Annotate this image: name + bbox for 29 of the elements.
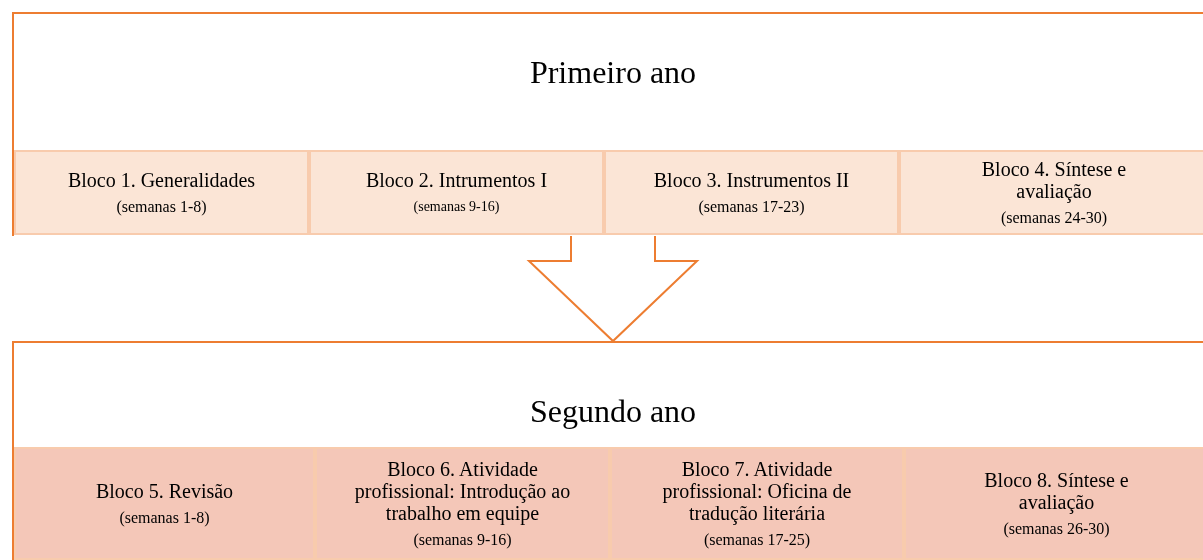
- block-title: Bloco 1. Generalidades: [67, 168, 256, 191]
- week-range: (semanas 17-23): [698, 196, 805, 217]
- block-cell: [14, 150, 309, 235]
- block-title: Bloco 2. Intrumentos I: [365, 168, 548, 191]
- block-cell: [899, 150, 1203, 235]
- week-range: (semanas 26-30): [1003, 518, 1110, 539]
- week-range: (semanas 9-16): [413, 197, 500, 216]
- block-cell: [904, 447, 1203, 560]
- week-range: (semanas 17-25): [703, 529, 811, 550]
- block-title: Bloco 8. Síntese e avaliação: [983, 468, 1130, 513]
- block-title: Bloco 7. Atividade profissional: Oficina de tradução literária: [661, 457, 853, 524]
- year-panel: [12, 341, 1203, 560]
- block-title: Bloco 3. Instrumentos II: [653, 168, 850, 191]
- block-cell: [315, 447, 610, 560]
- block-title: Bloco 4. Síntese e avaliação: [980, 157, 1128, 202]
- block-cell: [309, 150, 604, 235]
- block-arrow: [526, 235, 700, 343]
- week-range: (semanas 24-30): [1000, 207, 1108, 228]
- block-title: Bloco 6. Atividade profissional: Introdução ao trabalho em equipe: [353, 457, 572, 524]
- block-cell: [604, 150, 899, 235]
- year-title: Segundo ano: [529, 393, 697, 429]
- block-cell: [610, 447, 904, 560]
- block-cell: [14, 447, 315, 560]
- year-title: Primeiro ano: [529, 54, 697, 90]
- week-range: (semanas 1-8): [119, 507, 210, 528]
- block-title: Bloco 5. Revisão: [95, 479, 234, 502]
- week-range: (semanas 1-8): [116, 196, 207, 217]
- week-range: (semanas 9-16): [413, 529, 512, 550]
- year-panel: [12, 12, 1203, 236]
